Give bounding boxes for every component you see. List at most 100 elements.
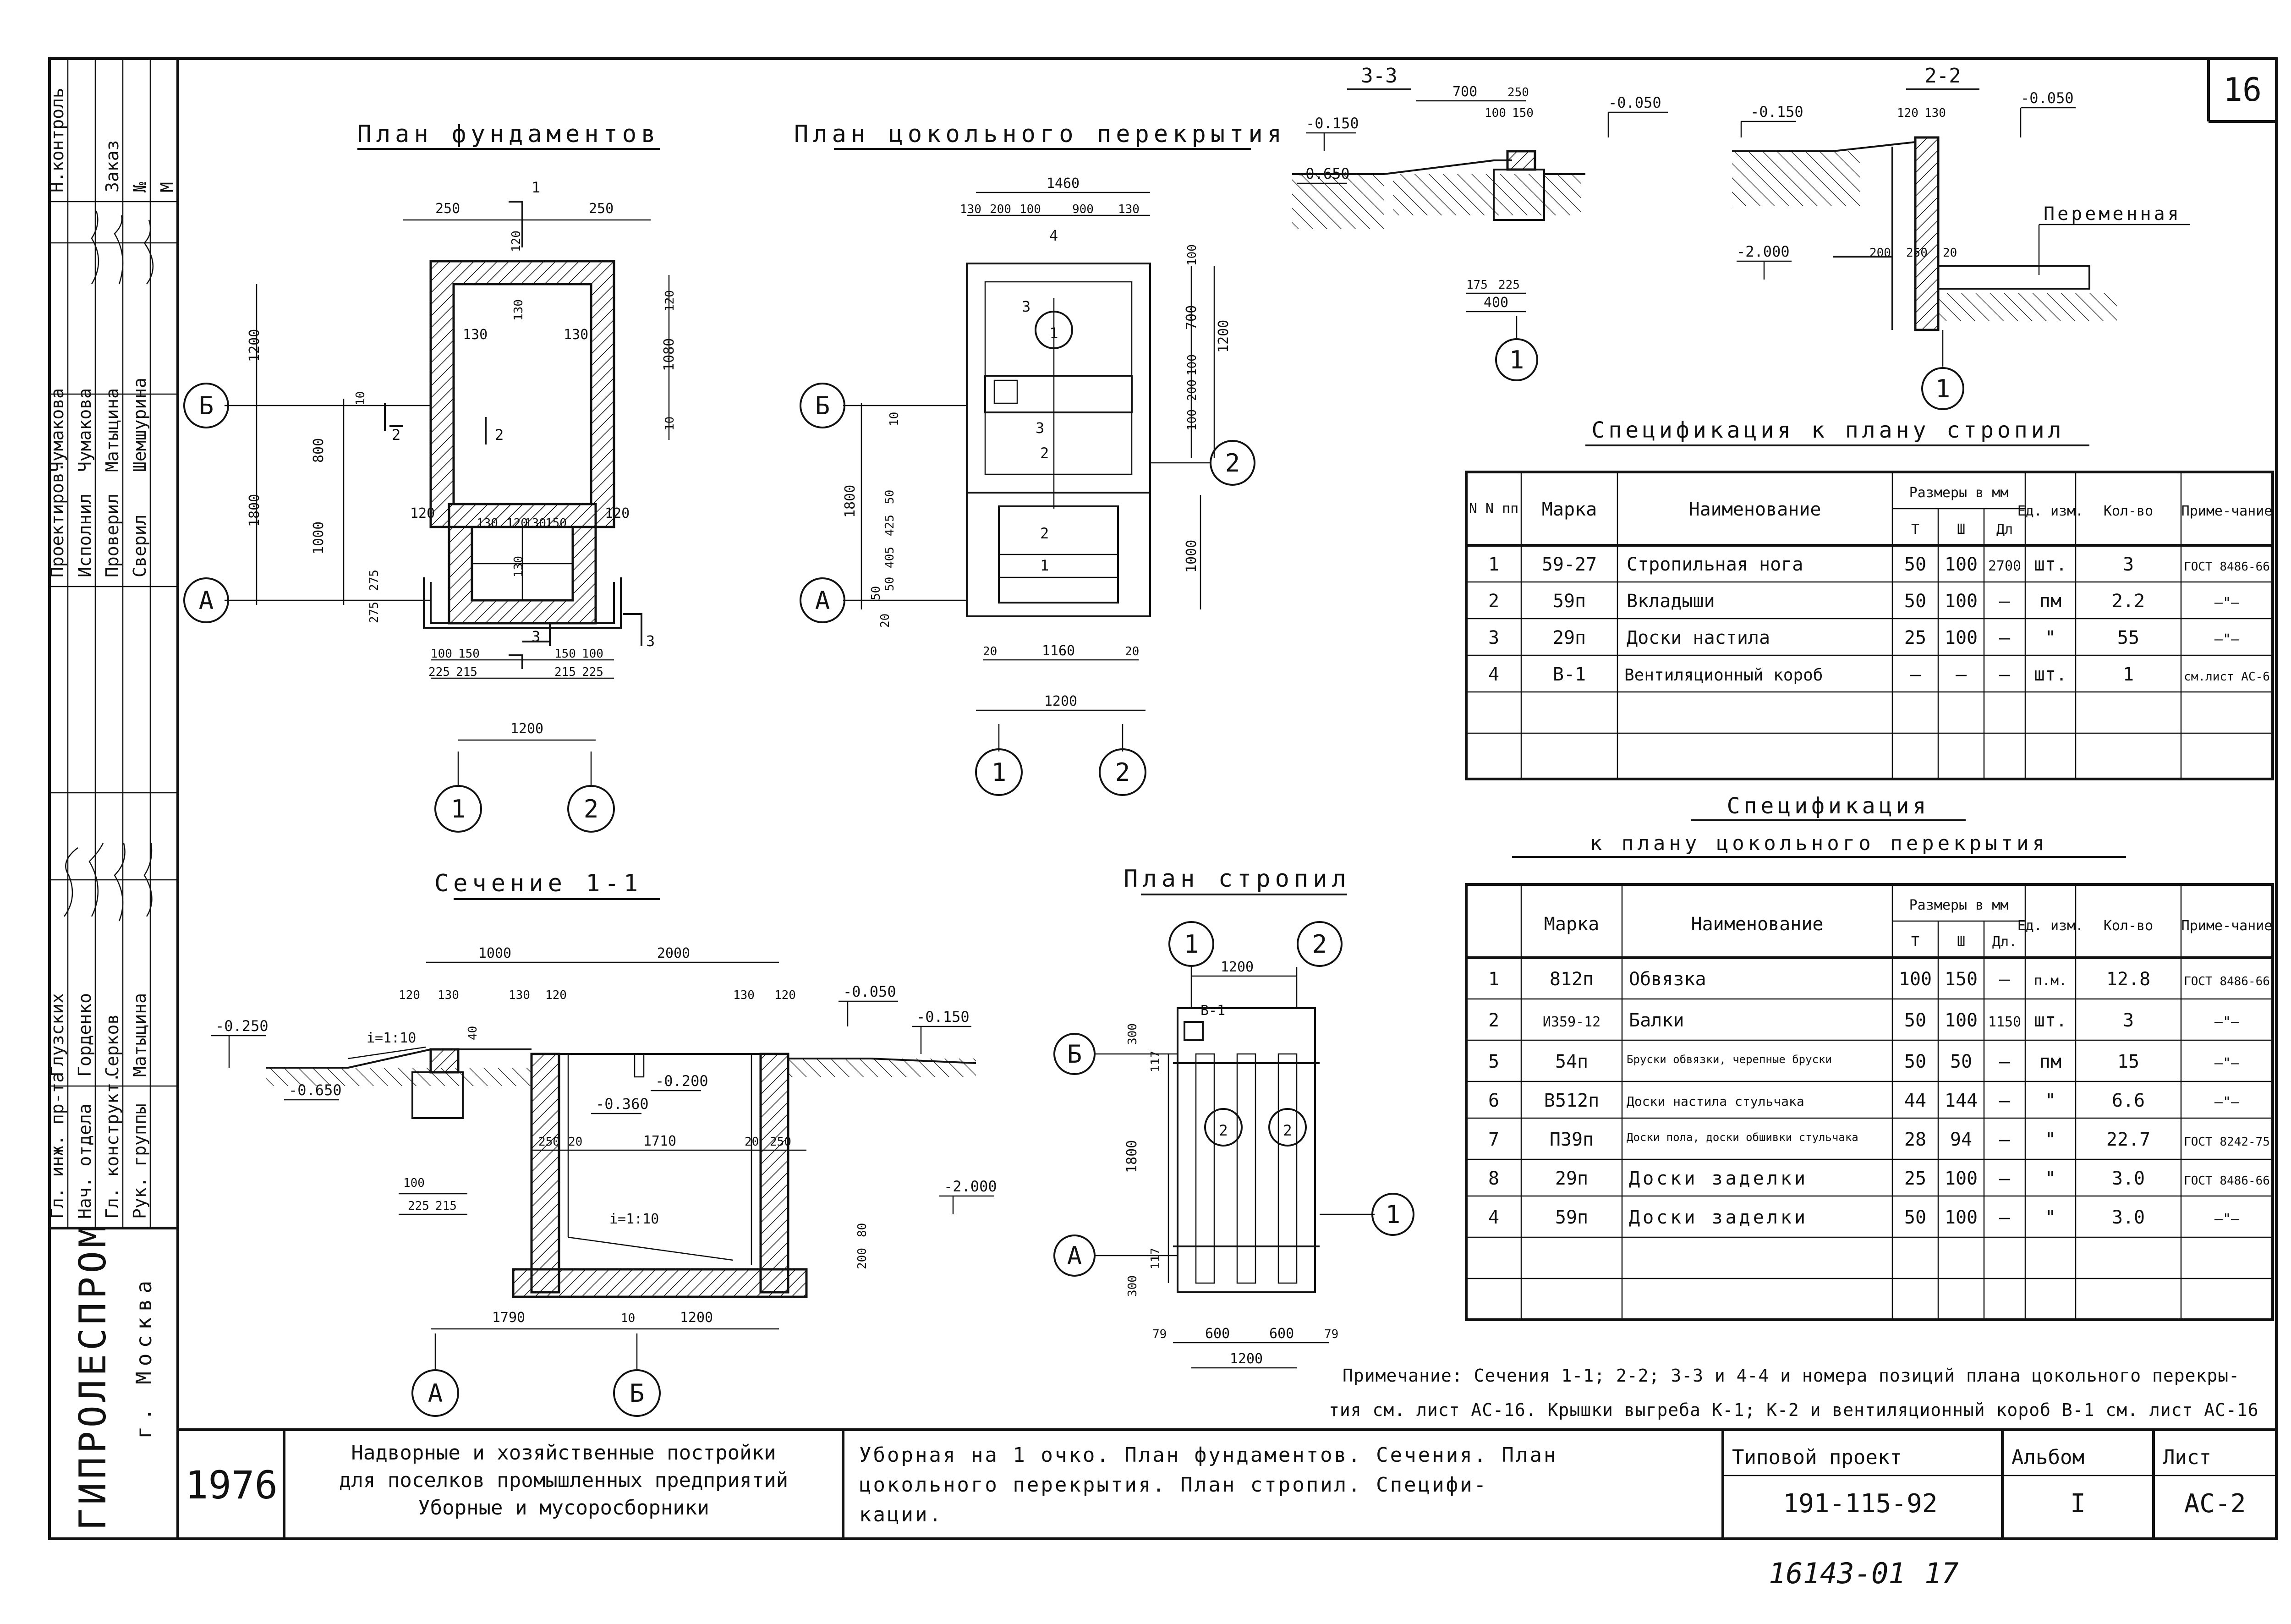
drawing-stroke-path [1607, 111, 1668, 137]
label-spec_floor-rows-6-n: 4 [1488, 1207, 1499, 1228]
label-spec_floor-rows-6-unit: " [2045, 1207, 2056, 1228]
signature-2 [88, 843, 104, 917]
drawing-stroke-circle [1053, 1033, 1096, 1075]
drawing-stroke-path [2020, 107, 2076, 137]
label-spec_rafters-rows-3-w: — [1956, 664, 1967, 685]
drawing-stroke-path [384, 403, 403, 431]
drawing-stroke-rect [1914, 136, 1940, 331]
label-spec_floor-rows-6-w: 100 [1945, 1207, 1978, 1228]
label-views-section_11-axes-1: Б [630, 1379, 645, 1408]
label-views-floor_plan-dims-6: 100 [1185, 244, 1199, 266]
label-views-rafter_plan-positions-0: 2 [1219, 1122, 1228, 1139]
label-views-section_11-dims-5: 120 [545, 988, 567, 1002]
drawing-stroke-rect [966, 492, 1151, 617]
stamp-role-1: Рук. группы [130, 1103, 150, 1219]
label-views-floor_plan-dims-10: 200 [1185, 379, 1199, 401]
label-spec_rafters-rows-1-note: —"— [2214, 595, 2240, 611]
label-views-rafter_plan-dims-3: 1800 [1124, 1140, 1140, 1173]
drawing-stroke-path [1393, 174, 1581, 215]
label-views-foundation_plan-dims-21: 275 [367, 602, 381, 623]
drawing-stroke-circle [800, 383, 845, 428]
archive-number: 16143-01 [1769, 1557, 1906, 1590]
stamp-num-label: № [130, 182, 150, 192]
label-views-rafter_plan-positions-2: 1 [1386, 1200, 1401, 1229]
drawing-stroke-rect [1277, 1053, 1298, 1284]
stamp-name-4: Глузских [47, 993, 67, 1077]
label-views-floor_plan-dims-23: 20 [1125, 645, 1139, 658]
label-views-rafter_plan-dims-9: 79 [1324, 1328, 1338, 1341]
label-views-floor_plan-dims-9: 100 [1185, 354, 1199, 376]
label-spec_rafters-rows-2-name: Доски настила [1627, 627, 1770, 648]
label-views-section_22-levels-0: -0.150 [1750, 103, 1803, 121]
spec-floor-table: Спецификация к плану цокольного перекрыт… [1465, 793, 2274, 1321]
label-views-foundation_plan-section_marks-5: 3 [646, 632, 655, 650]
label-spec_floor-rows-2-n: 5 [1488, 1051, 1499, 1072]
label-views-foundation_plan-dims-17: 130 [525, 516, 546, 530]
label-spec_rafters-headers-note: Приме-чание [2181, 503, 2273, 519]
label-views-foundation_plan-dims-0: 250 [435, 201, 460, 217]
label-spec_floor-rows-0-w: 150 [1945, 969, 1978, 990]
label-spec_floor-rows-6-mark: 59п [1555, 1207, 1588, 1228]
label-views-rafter_plan-dims-7: 600 [1205, 1326, 1230, 1342]
label-views-floor_plan-positions-6: 3 [1022, 298, 1030, 315]
drawing-stroke-path [1740, 121, 1796, 137]
label-views-foundation_plan-dims-29: 215 [554, 665, 576, 679]
label-views-floor_plan-dims-15: 425 [883, 515, 897, 536]
label-views-section_11-dims-3: 130 [438, 988, 459, 1002]
label-spec_floor-rows-5-name: Доски заделки [1629, 1168, 1808, 1189]
drawing-stroke-rect [1177, 1007, 1316, 1293]
label-spec_rafters-headers-sizes: Размеры в мм [1909, 485, 2009, 501]
label-views-foundation_plan-section_marks-2: 2 [392, 426, 400, 444]
drawing-stroke-path [509, 201, 523, 247]
label-views-foundation_plan-dims-4: 130 [463, 327, 488, 343]
spec-floor-title-1: Спецификация [1727, 793, 1930, 819]
label-views-floor_plan-dims-4: 900 [1072, 203, 1094, 216]
label-views-rafter_plan-dims-6: 79 [1152, 1328, 1167, 1341]
label-spec_floor-rows-6-name: Доски заделки [1629, 1207, 1808, 1228]
label-views-section_11-dims-21: 80 [855, 1223, 869, 1237]
label-spec_rafters-rows-2-t: 25 [1904, 627, 1926, 648]
label-views-floor_plan-dims-20: 1000 [1184, 540, 1200, 573]
label-views-floor_plan-dims-5: 130 [1118, 203, 1140, 216]
stamp-role-3: Нач. отдела [75, 1103, 95, 1219]
label-views-section_11-dims-12: 20 [745, 1135, 759, 1149]
drawing-stroke-circle [1371, 1193, 1414, 1236]
label-views-rafter_plan-axes-2: Б [1067, 1040, 1082, 1069]
label-spec_floor-headers-w: Ш [1957, 934, 1965, 950]
drawing-stroke-path [1292, 159, 1512, 175]
label-spec_floor-rows-2-w: 50 [1950, 1051, 1972, 1072]
label-views-section_22-levels-2: -2.000 [1737, 243, 1790, 260]
drawing-stroke-path [568, 1236, 734, 1261]
spec-rafters-title: Спецификация к плану стропил [1591, 417, 2065, 443]
sheet-number: 16 [2223, 71, 2262, 109]
label-spec_rafters-headers-w: Ш [1957, 521, 1965, 538]
label-views-floor_plan-positions-1: 3 [1036, 419, 1044, 437]
label-spec_floor-rows-0-mark: 812п [1550, 969, 1594, 990]
drawing-stroke-rect [530, 1053, 560, 1294]
label-views-section_11-dims-0: 1000 [478, 945, 511, 961]
label-spec_rafters-headers-mark: Марка [1542, 499, 1597, 520]
label-spec_floor-rows-3-unit: " [2045, 1090, 2056, 1111]
label-views-floor_plan-positions-4: 2 [1040, 525, 1049, 542]
label-views-floor_plan-dims-1: 130 [960, 203, 981, 216]
project-title-1: Надворные и хозяйственные постройки [351, 1441, 776, 1465]
label-views-rafter_plan-axes-1: 2 [1312, 930, 1327, 959]
label-views-floor_plan-dims-7: 700 [1184, 305, 1200, 330]
drawing-title-2: цокольного перекрытия. План стропил. Спе… [859, 1473, 1488, 1497]
drawing-stroke-circle [1210, 440, 1255, 486]
label-spec_floor-rows-4-w: 94 [1950, 1129, 1972, 1150]
drawing-stroke-path [423, 577, 622, 629]
label-views-foundation_plan-section_marks-0: 1 [532, 179, 540, 196]
drawing-stroke-rect [429, 1048, 460, 1074]
label-views-section_22-dims-0: 120 [1897, 106, 1918, 120]
drawing-stroke-path [266, 1068, 532, 1086]
label-views-floor_plan-axes-3: 2 [1115, 758, 1130, 787]
section-3-3: 3-3 700 250 100 150 -0.150 -0.050 -0.650… [1292, 64, 1668, 381]
drawing-stroke-rect [411, 1071, 464, 1119]
stamp-name-2: Серков [102, 1014, 122, 1077]
stamp-m-label: М [157, 182, 177, 192]
label-views-foundation_plan-dims-9: 10 [663, 417, 677, 431]
label-spec_rafters-rows-0-w: 100 [1945, 554, 1978, 575]
label-views-section_11-dims-11: 1710 [643, 1133, 676, 1149]
label-spec_rafters-rows-3-note: см.лист АС-6 [2184, 670, 2270, 684]
